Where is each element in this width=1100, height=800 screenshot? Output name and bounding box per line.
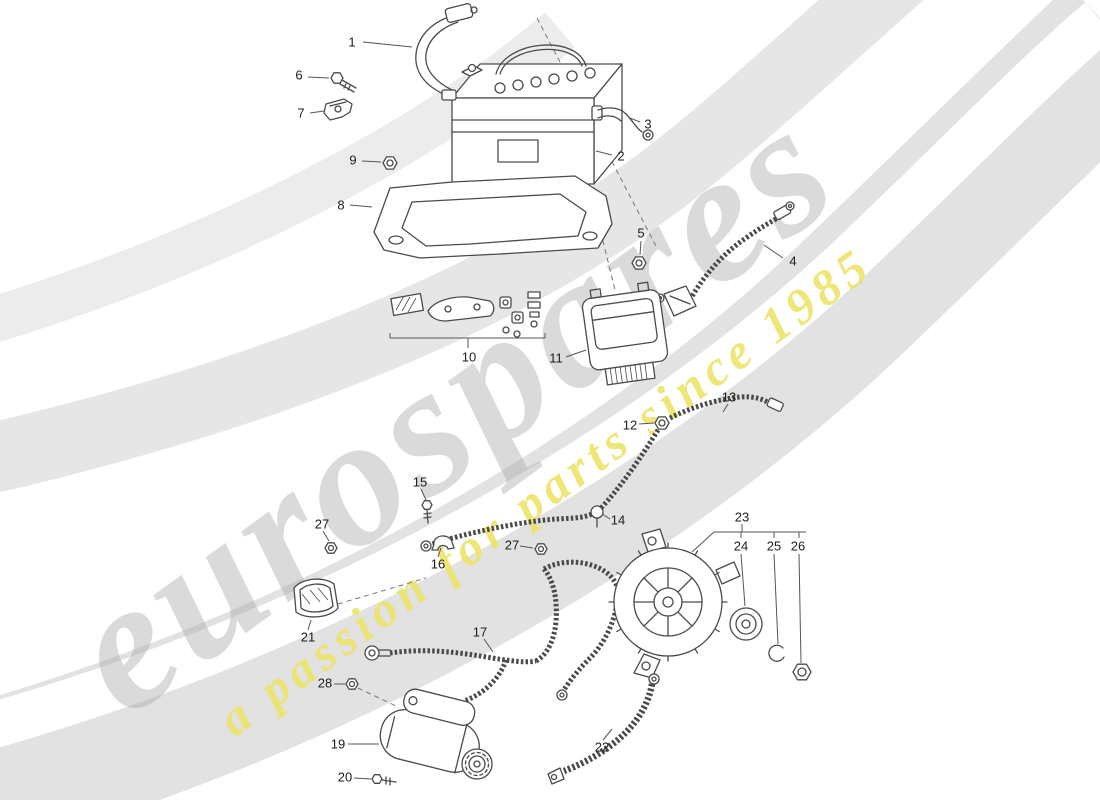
callout-5: 5 — [637, 225, 645, 241]
bracket-7-drawing — [323, 98, 353, 121]
callout-8: 8 — [337, 197, 345, 213]
cable-3-drawing — [591, 105, 654, 141]
callout-14: 14 — [610, 512, 626, 528]
callout-25: 25 — [766, 538, 782, 554]
callout-13: 13 — [721, 389, 737, 405]
callout-28: 28 — [317, 675, 333, 691]
nut-9-drawing — [382, 156, 398, 170]
ground-strap-drawing — [547, 673, 660, 785]
nut-27b-drawing — [534, 543, 548, 555]
callout-24: 24 — [733, 538, 749, 554]
bolt-15-drawing — [421, 500, 433, 524]
pulley-drawing — [729, 607, 763, 641]
callout-16: 16 — [430, 556, 446, 572]
callout-12: 12 — [622, 417, 638, 433]
callout-27b: 27 — [504, 537, 520, 553]
leader-lines — [307, 41, 806, 780]
callout-10: 10 — [461, 349, 477, 365]
bolt-20-drawing — [371, 774, 397, 786]
callout-7: 7 — [297, 105, 305, 121]
pulley-nut-drawing — [792, 663, 812, 681]
small-parts-10-drawing — [389, 291, 546, 348]
harness-17-drawing — [364, 559, 621, 704]
starter-drawing — [379, 688, 493, 780]
clamp-16-drawing — [431, 535, 455, 551]
callout-27a: 27 — [314, 516, 330, 532]
callout-11: 11 — [549, 350, 563, 366]
bolt-6-drawing — [330, 72, 357, 93]
circlip-drawing — [768, 644, 785, 662]
nut-5-drawing — [631, 256, 647, 270]
clip-14-drawing — [590, 505, 604, 528]
nut-28-drawing — [345, 678, 359, 690]
fuse-box-drawing — [581, 281, 669, 386]
callout-3: 3 — [644, 116, 652, 132]
callout-22: 22 — [594, 739, 610, 755]
callout-15: 15 — [412, 474, 428, 490]
callout-19: 19 — [330, 736, 346, 752]
callout-6: 6 — [295, 67, 303, 83]
alternator-drawing — [608, 528, 741, 679]
vent-hose-drawing — [415, 3, 478, 101]
callout-23: 23 — [734, 509, 750, 525]
callout-21: 21 — [300, 629, 316, 645]
battery-tray-drawing — [373, 175, 613, 259]
callout-2: 2 — [617, 148, 625, 164]
battery-drawing — [451, 44, 623, 185]
callout-4: 4 — [789, 253, 797, 269]
callout-1: 1 — [348, 34, 356, 50]
callout-20: 20 — [337, 769, 353, 785]
callout-9: 9 — [349, 152, 357, 168]
nut-27a-drawing — [324, 542, 338, 554]
callout-26: 26 — [790, 538, 806, 554]
battery-main-cable-drawing — [655, 201, 795, 317]
callout-17: 17 — [472, 624, 488, 640]
cable-13-drawing — [420, 394, 784, 552]
cover-21-drawing — [293, 578, 339, 618]
